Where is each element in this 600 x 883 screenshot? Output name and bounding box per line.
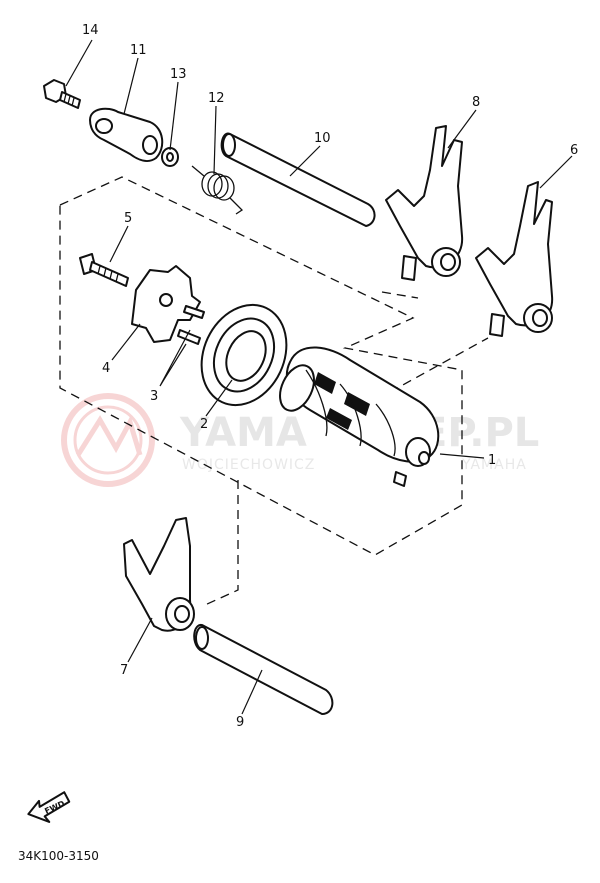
part-13-washer xyxy=(161,147,179,167)
callout-8: 8 xyxy=(472,95,480,110)
callout-9: 9 xyxy=(236,715,244,730)
callout-12: 12 xyxy=(208,91,225,106)
watermark-logo xyxy=(61,393,155,487)
callout-7: 7 xyxy=(120,663,128,678)
part-3-pins xyxy=(177,305,205,345)
assembly-boundary xyxy=(59,176,489,606)
part-2-bearing xyxy=(200,303,288,407)
part-8-shift-fork xyxy=(385,125,464,281)
watermark-subtitle-tail: YAMAHA xyxy=(461,457,527,473)
callout-14: 14 xyxy=(82,23,99,38)
fwd-label: FWD xyxy=(43,799,66,816)
part-11-shift-arm xyxy=(89,107,164,162)
diagram-code: 34K100-3150 xyxy=(18,849,99,863)
part-9-shaft xyxy=(193,623,334,715)
part-5-screw xyxy=(79,253,129,287)
part-1-shift-drum xyxy=(279,346,440,487)
watermark-title-tail: EP.PL xyxy=(420,410,539,456)
callout-1: 1 xyxy=(488,453,496,468)
fwd-arrow-icon: FWD xyxy=(27,791,71,823)
callout-numbers: 14 11 13 12 10 8 6 5 4 3 2 1 7 9 xyxy=(82,23,578,730)
callout-5: 5 xyxy=(124,211,132,226)
watermark-subtitle: WOJCIECHOWICZ xyxy=(182,457,315,473)
watermark: YAMA EP.PL WOJCIECHOWICZ YAMAHA xyxy=(61,393,539,487)
part-14-bolt xyxy=(43,79,81,109)
watermark-title: YAMA xyxy=(179,410,307,456)
callout-11: 11 xyxy=(130,43,147,58)
part-7-shift-fork xyxy=(123,517,195,632)
callout-4: 4 xyxy=(102,361,110,376)
callout-2: 2 xyxy=(200,417,208,432)
leader-lines xyxy=(65,39,573,715)
callout-10: 10 xyxy=(314,131,331,146)
part-6-shift-fork xyxy=(475,181,554,337)
callout-6: 6 xyxy=(570,143,578,158)
callout-3: 3 xyxy=(150,389,158,404)
part-10-shaft xyxy=(220,132,376,227)
callout-13: 13 xyxy=(170,67,187,82)
part-12-spring xyxy=(191,165,244,215)
